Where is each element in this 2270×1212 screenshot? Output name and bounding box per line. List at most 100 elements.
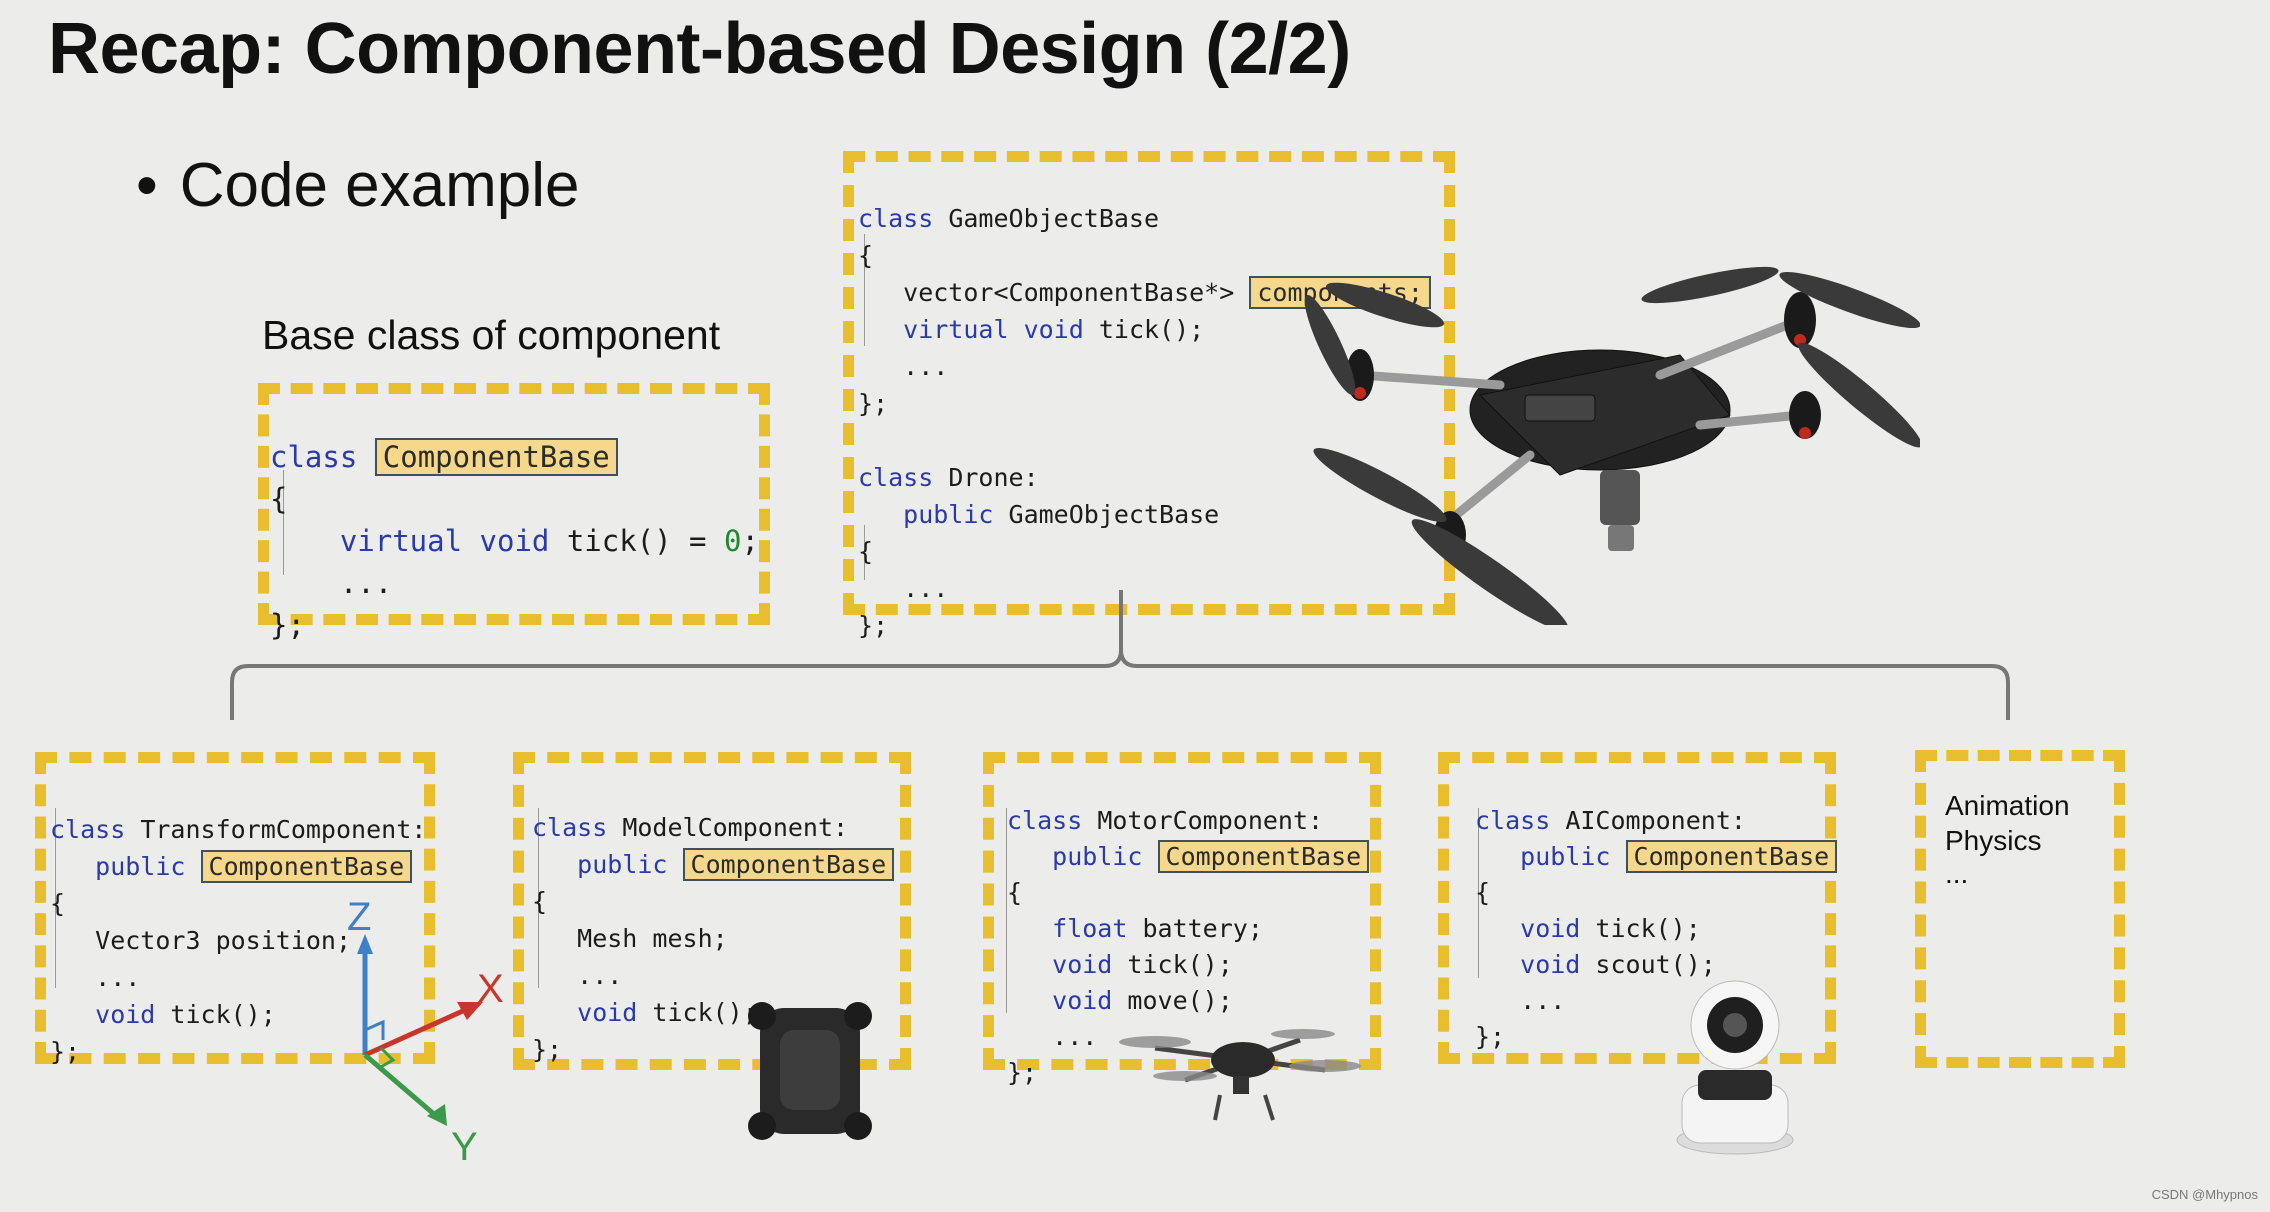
keyword: public xyxy=(1052,842,1143,871)
code-line: }; xyxy=(858,611,889,640)
class-name: GameObjectBase xyxy=(933,204,1160,233)
code-text: ... xyxy=(903,352,949,381)
code-line: { xyxy=(270,482,288,516)
code-line: void tick(); xyxy=(50,996,426,1033)
code-line: ... xyxy=(858,570,1431,607)
code-line: { xyxy=(1475,878,1491,907)
code-line: void move(); xyxy=(1007,983,1369,1019)
code-text: scout(); xyxy=(1580,950,1716,979)
code-line: Mesh mesh; xyxy=(532,920,894,957)
code-text: Vector3 position; xyxy=(95,926,352,955)
code-line: class Drone: xyxy=(858,459,1431,496)
code-line: }; xyxy=(50,1037,81,1066)
indent-guide xyxy=(283,470,284,575)
transform-component-box xyxy=(35,752,435,1064)
code-text: move(); xyxy=(1112,986,1233,1015)
base-class-code: class ComponentBase { virtual void tick()… xyxy=(270,394,759,688)
keyword: void xyxy=(95,1000,156,1029)
code-text: tick(); xyxy=(637,998,758,1027)
motor-component-code: class MotorComponent: public ComponentBa… xyxy=(1007,767,1370,1127)
code-text: ... xyxy=(1520,986,1566,1015)
code-line: }; xyxy=(1475,1022,1506,1051)
keyword: float xyxy=(1052,914,1128,943)
indent-guide xyxy=(864,525,865,580)
code-line: }; xyxy=(270,608,305,642)
animation-label: Animation xyxy=(1945,790,2070,821)
code-line: { xyxy=(858,241,874,270)
code-text: Mesh mesh; xyxy=(577,924,728,953)
code-line: public ComponentBase xyxy=(50,848,426,885)
componentbase-highlight: ComponentBase xyxy=(374,438,618,476)
keyword: void xyxy=(1052,950,1113,979)
code-text: ... xyxy=(577,961,623,990)
keyword: virtual xyxy=(903,315,1009,344)
componentbase-highlight: ComponentBase xyxy=(1625,840,1838,873)
code-line: class AIComponent: xyxy=(1475,803,1837,839)
code-line: ... xyxy=(532,957,894,994)
security-camera-image xyxy=(1676,980,1794,1155)
model-component-code: class ModelComponent: public ComponentBa… xyxy=(532,772,895,1105)
code-text: tick(); xyxy=(1112,950,1233,979)
code-text: tick(); xyxy=(155,1000,276,1029)
keyword: class xyxy=(858,204,934,233)
bullet-text: Code example xyxy=(179,151,580,220)
indent-guide xyxy=(538,808,539,988)
csdn-watermark: CSDN @Mhypnos xyxy=(2151,1187,2258,1202)
code-line: class ModelComponent: xyxy=(532,809,894,846)
code-line: void tick(); xyxy=(1007,947,1369,983)
model-component-box xyxy=(513,752,911,1070)
keyword: void xyxy=(1520,914,1581,943)
ai-component-box xyxy=(1438,752,1836,1064)
code-line: ... xyxy=(858,348,1431,385)
code-text: tick(); xyxy=(1580,914,1701,943)
code-line: Vector3 position; xyxy=(50,922,426,959)
motor-component-box xyxy=(983,752,1381,1070)
keyword: void xyxy=(479,524,550,558)
class-name: ModelComponent: xyxy=(607,813,849,842)
code-line: ... xyxy=(270,562,759,604)
axis-gizmo-icon: Z X Y xyxy=(347,895,504,1169)
quadcopter-drone-image xyxy=(1304,266,1920,625)
code-text: GameObjectBase xyxy=(993,500,1220,529)
bullet-dot-icon: • xyxy=(136,151,158,220)
code-line: class MotorComponent: xyxy=(1007,803,1369,839)
keyword: class xyxy=(1007,806,1083,835)
code-line: virtual void tick() = 0; xyxy=(270,520,759,562)
code-line: void scout(); xyxy=(1475,947,1837,983)
code-line: class GameObjectBase xyxy=(858,200,1431,237)
code-line: class TransformComponent: xyxy=(50,811,426,848)
class-name: MotorComponent: xyxy=(1082,806,1324,835)
keyword: public xyxy=(903,500,994,529)
code-text: tick(); xyxy=(1083,315,1205,344)
base-class-box xyxy=(258,383,770,625)
keyword: void xyxy=(1052,986,1113,1015)
code-line: ... xyxy=(1475,983,1837,1019)
code-line: class ComponentBase xyxy=(270,436,759,478)
componentbase-highlight: ComponentBase xyxy=(682,848,895,881)
class-name: AIComponent: xyxy=(1550,806,1746,835)
number-literal: 0 xyxy=(723,524,742,558)
code-line: { xyxy=(1007,878,1023,907)
class-name: Drone: xyxy=(933,463,1039,492)
ai-component-code: class AIComponent: public ComponentBase {… xyxy=(1475,767,1838,1091)
code-text: ... xyxy=(339,566,393,600)
keyword: class xyxy=(50,815,126,844)
indent-guide xyxy=(1478,808,1479,978)
componentbase-highlight: ComponentBase xyxy=(1157,840,1370,873)
code-line: float battery; xyxy=(1007,911,1369,947)
keyword: class xyxy=(858,463,934,492)
indent-guide xyxy=(864,234,865,346)
code-line: virtual void tick(); xyxy=(858,311,1431,348)
code-line: public ComponentBase xyxy=(532,846,895,883)
others-ellipsis: ... xyxy=(1945,858,1969,889)
code-text: ; xyxy=(741,524,759,558)
keyword: class xyxy=(532,813,608,842)
keyword: public xyxy=(1520,842,1611,871)
code-text: vector<ComponentBase*> xyxy=(903,278,1235,307)
code-text: ... xyxy=(95,963,141,992)
code-line: public ComponentBase xyxy=(1007,839,1370,875)
code-line: ... xyxy=(1007,1019,1369,1055)
keyword: class xyxy=(1475,806,1551,835)
small-drone-image xyxy=(1119,1029,1361,1121)
